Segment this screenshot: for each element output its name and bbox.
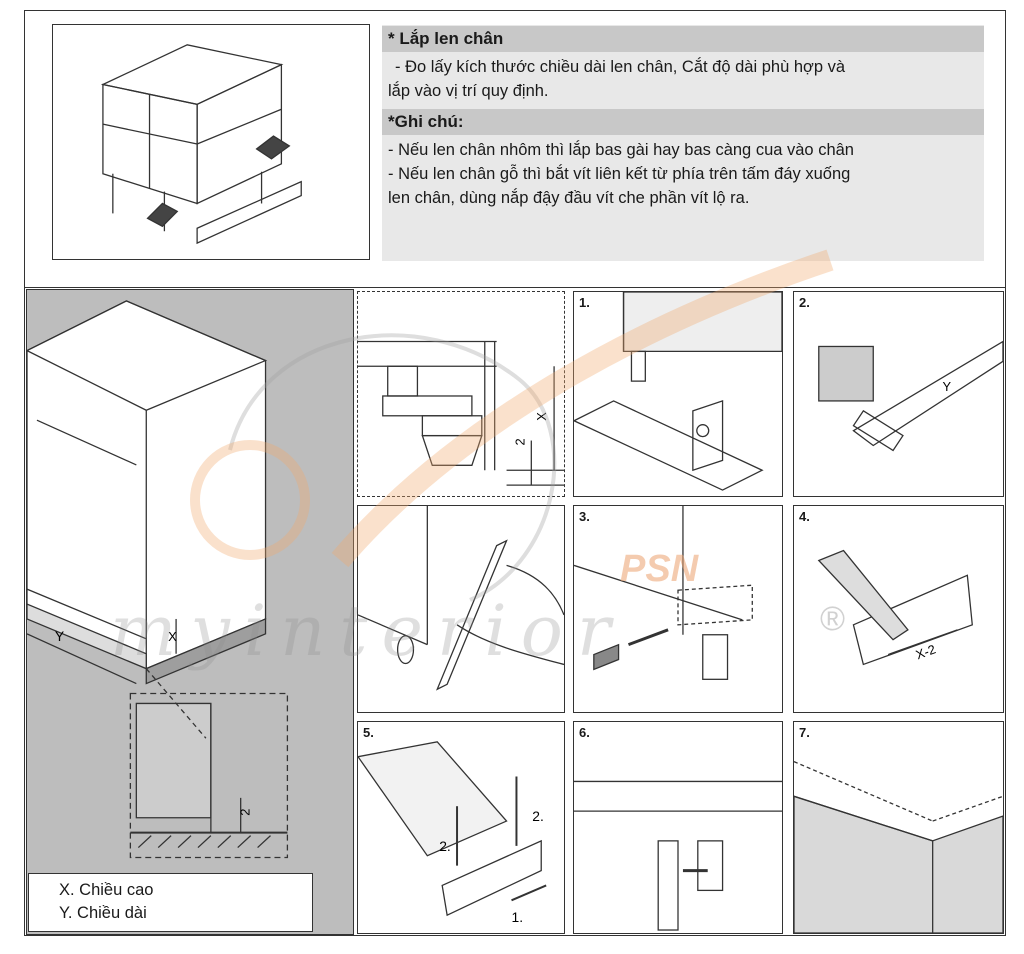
step-number: 5. <box>363 725 374 740</box>
hand-install-panel <box>357 505 565 713</box>
callout-label: 2. <box>532 808 544 824</box>
header-text-box <box>382 25 984 261</box>
legend-y: Y. Chiều dài <box>59 904 147 922</box>
instruction-line: - Đo lấy kích thước chiều dài len chân, … <box>395 58 846 76</box>
step-number: 4. <box>799 509 810 524</box>
instruction-line: lắp vào vị trí quy định. <box>388 82 549 100</box>
dim-2-label: 2 <box>238 809 253 816</box>
step-7-panel: 7. <box>793 721 1004 934</box>
step-5-panel: 5. 2. 2. 1. <box>357 721 565 934</box>
legend-x: X. Chiều cao <box>59 881 154 899</box>
step-number: 1. <box>579 295 590 310</box>
note-title: *Ghi chú: <box>382 109 984 135</box>
step-2-panel: 2. Y <box>793 291 1004 497</box>
dim-x-label: X <box>168 629 177 644</box>
dim-x-label: X <box>534 412 549 421</box>
header-cabinet-illustration <box>52 24 370 260</box>
dim-x2-label: X-2 <box>914 641 938 662</box>
dim-y-label: Y <box>943 379 952 394</box>
step-4-panel: 4. X-2 <box>793 505 1004 713</box>
foot-height-detail-panel: X 2 <box>357 291 565 497</box>
step-number: 6. <box>579 725 590 740</box>
callout-label: 2. <box>439 838 451 854</box>
dim-2-label: 2 <box>512 438 527 445</box>
section-divider <box>24 287 1006 288</box>
page-frame <box>24 10 1006 936</box>
step-3-panel: 3. <box>573 505 783 713</box>
step-number: 3. <box>579 509 590 524</box>
note-line: - Nếu len chân gỗ thì bắt vít liên kết t… <box>388 165 851 183</box>
step-6-panel: 6. <box>573 721 783 934</box>
section-title: * Lắp len chân <box>382 26 984 52</box>
callout-label: 1. <box>512 909 524 925</box>
legend-box: X. Chiều cao Y. Chiều dài <box>28 873 313 932</box>
cabinet-overview-panel: Y X 2 <box>26 289 354 935</box>
note-line: - Nếu len chân nhôm thì lắp bas gài hay … <box>388 141 854 159</box>
step-1-panel: 1. <box>573 291 783 497</box>
dim-y-label: Y <box>55 628 64 644</box>
step-number: 2. <box>799 295 810 310</box>
note-line: len chân, dùng nắp đậy đầu vít che phần … <box>388 189 750 207</box>
step-number: 7. <box>799 725 810 740</box>
